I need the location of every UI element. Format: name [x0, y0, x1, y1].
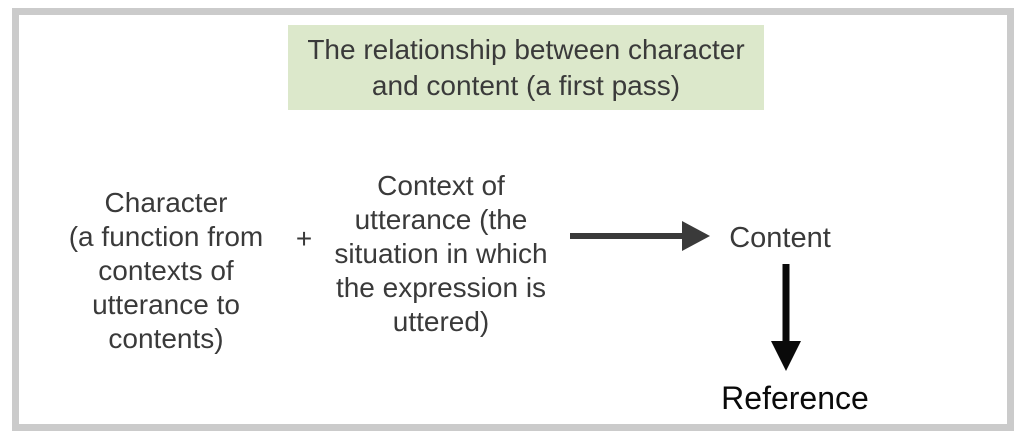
- content-node: Content: [729, 222, 831, 254]
- diagram-title: The relationship between character and c…: [288, 25, 764, 110]
- context-of-utterance-node: Context of utterance (the situation in w…: [334, 170, 548, 337]
- plus-operator: +: [295, 223, 313, 254]
- reference-node: Reference: [721, 380, 869, 416]
- character-node: Character (a function from contexts of u…: [68, 187, 264, 354]
